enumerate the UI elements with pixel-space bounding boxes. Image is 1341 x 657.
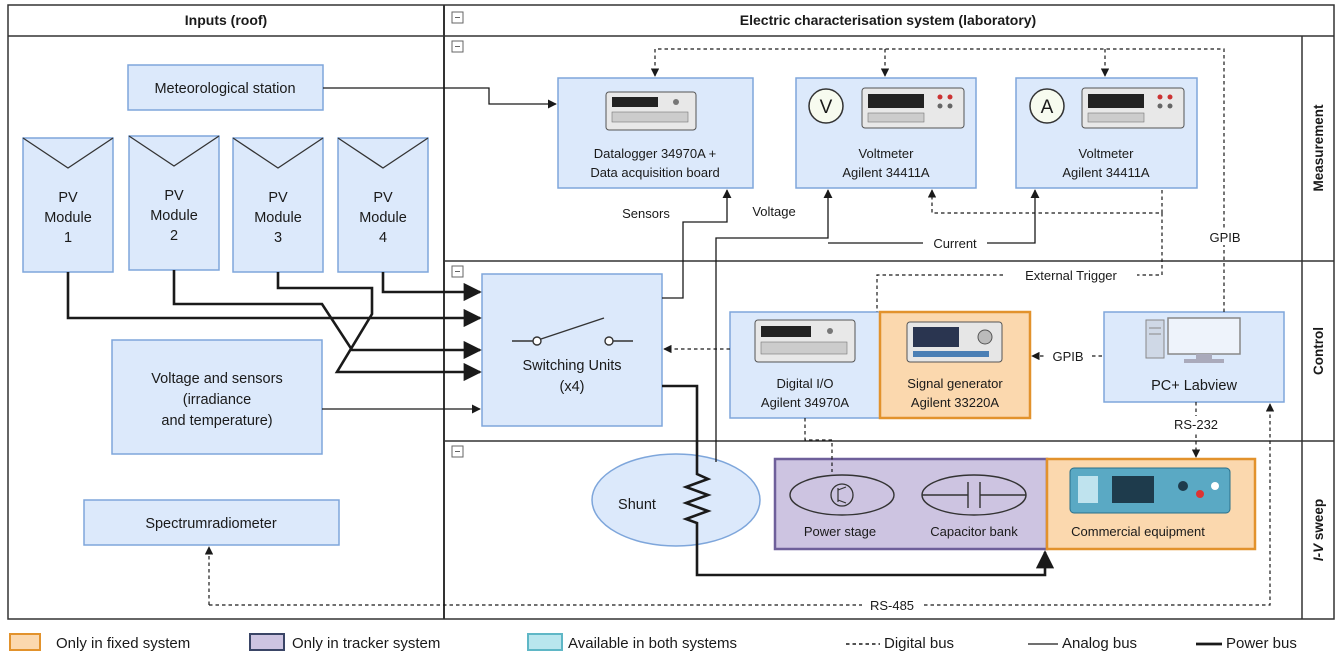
svg-text:3: 3	[274, 230, 282, 246]
svg-text:V: V	[820, 97, 833, 118]
pv-module-1[interactable]: PV Module 1	[22, 137, 114, 273]
svg-text:PC+ Labview: PC+ Labview	[1151, 378, 1237, 394]
svg-text:PV: PV	[164, 188, 184, 204]
legend: Only in fixed system Only in tracker sys…	[9, 633, 1297, 652]
svg-text:Commercial equipment: Commercial equipment	[1071, 524, 1205, 539]
voltmeter-symbol-icon	[808, 88, 844, 124]
sweep-section-label: I-V sweep	[1311, 499, 1326, 561]
svg-text:2: 2	[170, 228, 178, 244]
inputs-header: Inputs (roof)	[185, 12, 267, 28]
computer-icon	[1145, 317, 1241, 363]
switching-units-box[interactable]: Switching Units (x4)	[481, 273, 663, 427]
datalogger-box[interactable]: Datalogger 34970A + Data acquisition boa…	[557, 77, 754, 189]
svg-text:PV: PV	[268, 190, 288, 206]
ammeter-instrument-icon	[1081, 87, 1185, 129]
rs485-label: RS-485	[870, 598, 914, 613]
svg-text:Signal generator: Signal generator	[907, 376, 1003, 391]
external-trigger-label: External Trigger	[1025, 268, 1117, 283]
signal-generator-instrument-icon	[906, 321, 1003, 363]
svg-text:Switching Units: Switching Units	[522, 358, 621, 374]
svg-text:Module: Module	[359, 210, 407, 226]
shunt-ellipse[interactable]: Shunt	[591, 453, 761, 547]
svg-text:1: 1	[64, 230, 72, 246]
capacitor-icon	[921, 474, 1027, 516]
datalogger-instrument-icon	[605, 91, 697, 131]
power-stage-icon	[789, 474, 895, 516]
svg-text:Module: Module	[254, 210, 302, 226]
commercial-equipment-box[interactable]: Commercial equipment	[1045, 457, 1257, 551]
svg-text:Power stage: Power stage	[804, 524, 876, 539]
tracker-group-box[interactable]: Power stage Capacitor bank	[773, 457, 1049, 551]
svg-text:A: A	[1041, 97, 1054, 118]
svg-text:Module: Module	[44, 210, 92, 226]
legend-power-label: Power bus	[1226, 635, 1297, 652]
svg-text:Data acquisition board: Data acquisition board	[590, 165, 719, 180]
svg-text:Voltage and sensors: Voltage and sensors	[151, 371, 282, 387]
legend-both-swatch	[527, 633, 563, 651]
svg-text:Voltmeter: Voltmeter	[1079, 146, 1135, 161]
rs232-label: RS-232	[1174, 417, 1218, 432]
power-bus-lines	[66, 270, 1055, 577]
met-station-label: Meteorological station	[154, 81, 295, 97]
legend-tracker-swatch	[249, 633, 285, 651]
voltage-label: Voltage	[752, 204, 795, 219]
ammeter-symbol-icon	[1029, 88, 1065, 124]
svg-text:Agilent 34411A: Agilent 34411A	[842, 165, 930, 180]
svg-text:Agilent 33220A: Agilent 33220A	[911, 395, 1000, 410]
svg-text:PV: PV	[373, 190, 393, 206]
svg-text:Agilent 34411A: Agilent 34411A	[1062, 165, 1150, 180]
voltmeter-box[interactable]: V Voltmeter Agilent 34411A	[795, 77, 977, 189]
pc-labview-box[interactable]: PC+ Labview	[1103, 311, 1285, 403]
digital-io-instrument-icon	[754, 319, 856, 363]
svg-text:(irradiance: (irradiance	[183, 392, 252, 408]
legend-tracker-label: Only in tracker system	[292, 635, 440, 652]
signal-generator-box[interactable]: Signal generator Agilent 33220A	[878, 310, 1032, 420]
svg-text:4: 4	[379, 230, 387, 246]
measurement-section-label: Measurement	[1311, 104, 1326, 192]
legend-fixed-label: Only in fixed system	[56, 635, 190, 652]
svg-text:Digital I/O: Digital I/O	[776, 376, 833, 391]
connection-labels: Sensors Voltage Current External Trigger…	[612, 203, 1245, 613]
frame	[7, 4, 1335, 620]
legend-analog-label: Analog bus	[1062, 635, 1137, 652]
svg-text:(x4): (x4)	[560, 379, 585, 395]
pv-module-4[interactable]: PV Module 4	[337, 137, 429, 273]
collapse-icons[interactable]	[451, 11, 464, 458]
legend-both-label: Available in both systems	[568, 635, 737, 652]
analog-bus-lines	[322, 87, 1040, 462]
met-station-box[interactable]: Meteorological station	[127, 64, 324, 111]
gpib-horizontal-label: GPIB	[1052, 349, 1083, 364]
gpib-vertical-label: GPIB	[1209, 230, 1240, 245]
svg-text:Capacitor bank: Capacitor bank	[930, 524, 1018, 539]
ammeter-box[interactable]: A Voltmeter Agilent 34411A	[1015, 77, 1198, 189]
pv-module-3[interactable]: PV Module 3	[232, 137, 324, 273]
control-section-label: Control	[1311, 327, 1326, 375]
svg-text:Agilent 34970A: Agilent 34970A	[761, 395, 850, 410]
svg-text:Datalogger 34970A +: Datalogger 34970A +	[594, 146, 717, 161]
pv-module-2[interactable]: PV Module 2	[128, 135, 220, 271]
spectrum-box[interactable]: Spectrumradiometer	[83, 499, 340, 546]
voltage-sensors-box[interactable]: Voltage and sensors (irradiance and temp…	[111, 339, 323, 455]
digital-io-box[interactable]: Digital I/O Agilent 34970A	[729, 311, 881, 419]
svg-text:PV: PV	[58, 190, 78, 206]
svg-text:Spectrumradiometer: Spectrumradiometer	[145, 516, 277, 532]
current-label: Current	[933, 236, 977, 251]
system-header: Electric characterisation system (labora…	[740, 12, 1036, 28]
svg-text:Module: Module	[150, 208, 198, 224]
legend-digital-label: Digital bus	[884, 635, 954, 652]
svg-text:Voltmeter: Voltmeter	[859, 146, 915, 161]
voltmeter-instrument-icon	[861, 87, 965, 129]
svg-text:Shunt: Shunt	[618, 497, 656, 513]
svg-text:and temperature): and temperature)	[161, 413, 272, 429]
commercial-instrument-icon	[1069, 467, 1231, 514]
switch-icon	[512, 317, 633, 346]
legend-fixed-swatch	[9, 633, 41, 651]
sensors-label: Sensors	[622, 206, 670, 221]
